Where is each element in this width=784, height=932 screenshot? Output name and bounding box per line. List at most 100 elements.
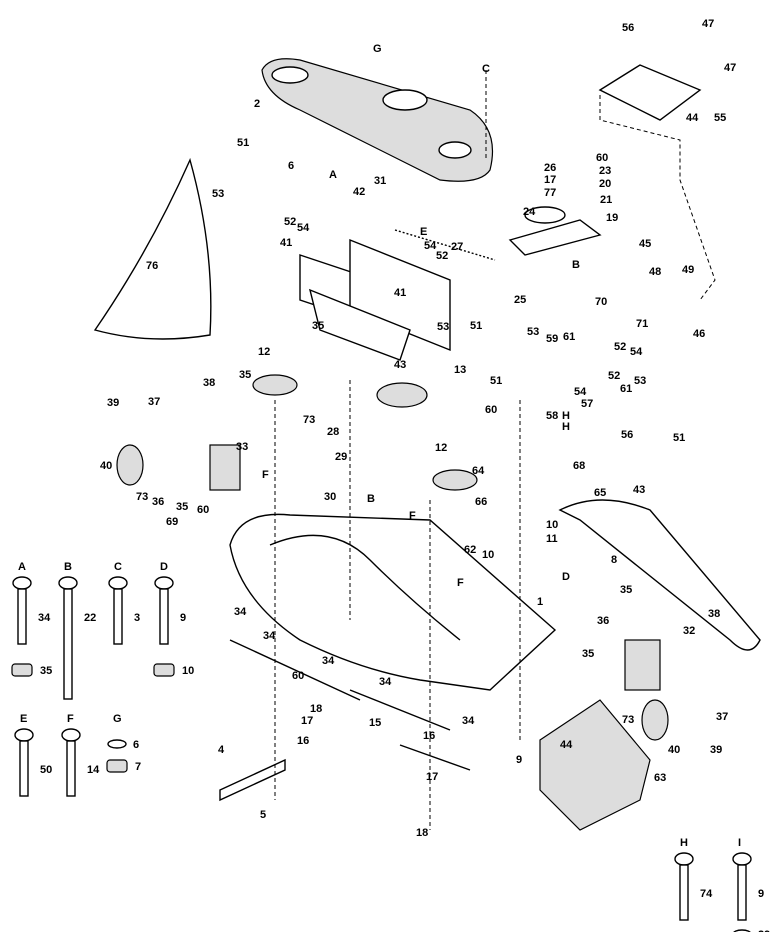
bracket-part-33 bbox=[209, 444, 241, 491]
part-label: 11 bbox=[546, 533, 558, 545]
hardware-I: I92960 bbox=[732, 837, 770, 932]
part-label: 48 bbox=[649, 266, 661, 278]
part-label: 21 bbox=[600, 194, 612, 206]
hardware-H: H7435 bbox=[674, 837, 713, 921]
cover-hole bbox=[382, 89, 428, 111]
hardware-E: E50 bbox=[14, 713, 52, 797]
bolt-part-number: 34 bbox=[38, 612, 51, 624]
part-label: 71 bbox=[636, 318, 648, 330]
part-label: 10 bbox=[482, 549, 494, 561]
blade bbox=[229, 639, 361, 701]
part-label: 47 bbox=[702, 18, 714, 30]
part-label: 38 bbox=[203, 377, 215, 389]
part-label: 39 bbox=[710, 744, 722, 756]
part-label: 53 bbox=[437, 321, 449, 333]
bolt-part-number: 74 bbox=[700, 888, 713, 900]
idler-arm-part-19 bbox=[508, 219, 602, 256]
part-label: 66 bbox=[475, 496, 487, 508]
part-label: 24 bbox=[523, 206, 536, 218]
part-label: 60 bbox=[197, 504, 209, 516]
part-label: 54 bbox=[574, 386, 587, 398]
discharge-chute-part-63 bbox=[539, 699, 651, 831]
pulley-part-24 bbox=[524, 206, 566, 224]
part-label: 39 bbox=[107, 397, 119, 409]
part-label: 4 bbox=[218, 744, 225, 756]
washer-part-number: 29 bbox=[758, 929, 770, 932]
part-label: 34 bbox=[379, 676, 392, 688]
hardware-letter: F bbox=[67, 713, 74, 725]
washer-part-number: 6 bbox=[133, 739, 139, 751]
bolt-part-number: 50 bbox=[40, 764, 52, 776]
bolt-head bbox=[108, 576, 128, 590]
part-label: 57 bbox=[581, 398, 593, 410]
spindle-pulley-part-12 bbox=[252, 374, 298, 396]
part-label: H bbox=[562, 410, 570, 422]
bolt-head bbox=[154, 576, 174, 590]
cover-hole bbox=[438, 141, 472, 159]
part-label: 1 bbox=[537, 596, 543, 608]
blade bbox=[399, 744, 471, 771]
nut bbox=[153, 663, 175, 677]
part-label: 34 bbox=[322, 655, 335, 667]
part-label: 35 bbox=[620, 584, 632, 596]
part-label: F bbox=[457, 577, 464, 589]
gauge-wheel-part-40 bbox=[116, 444, 144, 486]
part-label: 54 bbox=[630, 346, 643, 358]
hardware-G: G67 bbox=[106, 713, 141, 773]
part-label: 69 bbox=[166, 516, 178, 528]
part-label: E bbox=[420, 226, 427, 238]
part-label: 36 bbox=[152, 496, 164, 508]
hardware-C: C3 bbox=[108, 561, 140, 645]
bolt-head bbox=[732, 852, 752, 866]
part-label: 35 bbox=[176, 501, 188, 513]
part-label: 56 bbox=[622, 22, 634, 34]
part-label: B bbox=[572, 259, 580, 271]
part-label: A bbox=[329, 169, 337, 181]
hardware-letter: C bbox=[114, 561, 122, 573]
part-label: 31 bbox=[374, 175, 386, 187]
part-label: 8 bbox=[611, 554, 617, 566]
gauge-wheel-part-40b bbox=[641, 699, 669, 741]
part-label: 18 bbox=[416, 827, 428, 839]
part-label: 35 bbox=[312, 320, 324, 332]
bolt-shank bbox=[113, 588, 123, 645]
part-label: 26 bbox=[544, 162, 556, 174]
part-label: 61 bbox=[563, 331, 575, 343]
part-label: F bbox=[409, 510, 416, 522]
part-label: 60 bbox=[485, 404, 497, 416]
part-label: 62 bbox=[464, 544, 476, 556]
part-label: 47 bbox=[724, 62, 736, 74]
hardware-letter: D bbox=[160, 561, 168, 573]
hardware-letter: G bbox=[113, 713, 122, 725]
part-label: 12 bbox=[435, 442, 447, 454]
nut-part-number: 10 bbox=[182, 665, 194, 677]
part-label: 44 bbox=[686, 112, 699, 124]
part-label: 60 bbox=[596, 152, 608, 164]
hardware-letter: I bbox=[738, 837, 741, 849]
part-label: 34 bbox=[263, 630, 276, 642]
part-label: 51 bbox=[470, 320, 482, 332]
part-label: 52 bbox=[436, 250, 448, 262]
part-label: 51 bbox=[490, 375, 502, 387]
bracket-part-43 bbox=[308, 288, 411, 361]
belt-part-76 bbox=[93, 157, 212, 340]
part-label: 53 bbox=[212, 188, 224, 200]
bolt-shank bbox=[66, 740, 76, 797]
hardware-letter: H bbox=[680, 837, 688, 849]
part-label: 43 bbox=[394, 359, 406, 371]
part-label: 70 bbox=[595, 296, 607, 308]
bracket-part-44 bbox=[598, 64, 702, 121]
part-label: 46 bbox=[693, 328, 705, 340]
part-label: 17 bbox=[544, 174, 556, 186]
cover-hole bbox=[271, 66, 309, 84]
part-label: 65 bbox=[594, 487, 606, 499]
part-label: 25 bbox=[514, 294, 526, 306]
part-label: 73 bbox=[303, 414, 315, 426]
part-label: C bbox=[482, 63, 490, 75]
bolt-part-number: 22 bbox=[84, 612, 96, 624]
part-label: 55 bbox=[714, 112, 726, 124]
nut bbox=[106, 759, 128, 773]
